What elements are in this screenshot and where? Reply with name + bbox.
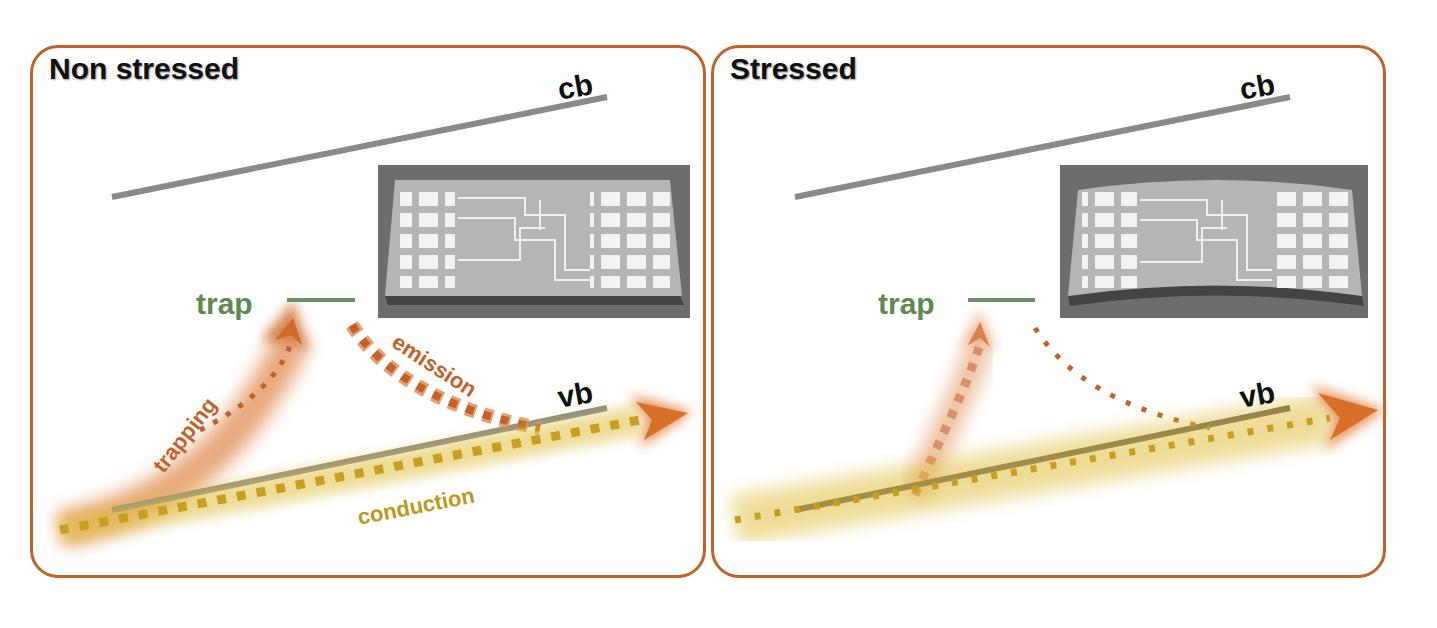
band-label: trap: [878, 289, 935, 319]
panel-box: Stressed cb trap vb: [711, 45, 1386, 578]
device-wiring: [1140, 200, 1272, 280]
panel-title: Stressed: [730, 52, 857, 86]
band-label: cb: [1237, 69, 1277, 105]
contact-pads: [1082, 192, 1137, 288]
conduction-arrowhead-glow: [630, 395, 692, 448]
conduction-glow: [735, 418, 1330, 520]
emission-path: [352, 325, 540, 428]
panel-box: Non stressed cb trap emission trapping vb cond…: [30, 45, 706, 578]
contact-pads: [1272, 192, 1352, 288]
trap-level: [968, 298, 1035, 302]
flexible-substrate: [385, 180, 682, 296]
band-label: vb: [555, 377, 595, 413]
emission-dots: [1035, 328, 1210, 428]
conduction-arrowhead-glow: [1310, 385, 1385, 450]
conduction-dots: [60, 420, 640, 530]
band-label: vb: [1237, 377, 1277, 413]
panel-title: Non stressed: [49, 52, 239, 86]
trapping-arrowhead-glow: [962, 310, 995, 350]
device-wiring: [458, 198, 590, 280]
band-label: cb: [555, 69, 595, 105]
band-label: conduction: [356, 485, 477, 529]
trapping-arrowhead: [968, 322, 990, 347]
conduction-arrowhead: [1318, 393, 1378, 440]
device-photo: [1060, 165, 1368, 318]
conduction-arrowhead: [636, 402, 688, 440]
trapping-dots: [200, 340, 292, 430]
band-label: emission: [388, 331, 480, 401]
trapping-arrowhead: [275, 318, 302, 345]
conduction-glow: [60, 420, 640, 530]
substrate-edge: [385, 296, 684, 305]
device-photo: [378, 165, 690, 318]
trapping-arrowhead-glow: [262, 300, 310, 350]
emission-dots: [352, 325, 540, 428]
contact-pads: [400, 188, 455, 288]
band-label: trap: [196, 289, 253, 319]
conduction-dots: [735, 418, 1330, 520]
trap-level: [287, 298, 355, 302]
contact-pads: [590, 188, 670, 288]
bent-substrate: [1068, 180, 1362, 296]
band-label: trapping: [149, 394, 221, 477]
